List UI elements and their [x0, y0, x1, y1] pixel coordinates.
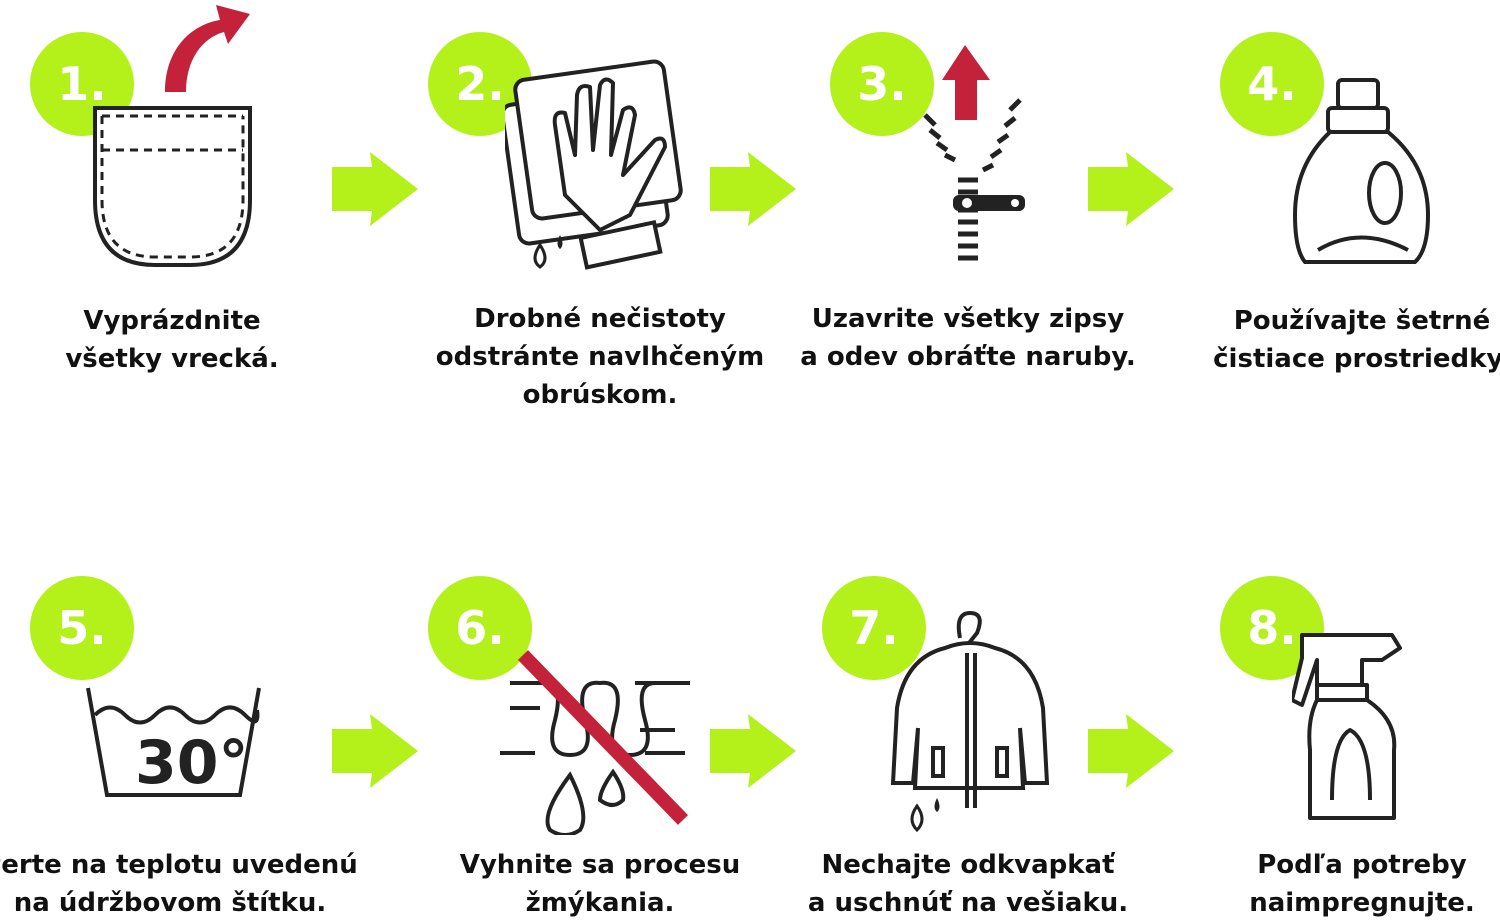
zipper-icon [923, 45, 1025, 261]
caption-line: naimpregnujte. [1249, 888, 1475, 918]
step-5-number: 5. [30, 576, 134, 680]
next-arrow-icon [710, 152, 796, 226]
step-6-number: 6. [428, 576, 532, 680]
no-wringing-icon [500, 650, 690, 835]
step-7-number: 7. [822, 576, 926, 680]
step-5-caption: Perte na teplotu uvedenú na údržbovom št… [0, 846, 360, 922]
step-6-caption: Vyhnite sa procesu žmýkania. [410, 846, 790, 922]
detergent-bottle-icon [1292, 78, 1431, 264]
spray-bottle-icon [1292, 633, 1402, 820]
caption-line: čistiace prostriedky. [1213, 344, 1500, 374]
step-2-caption: Drobné nečistoty odstránte navlhčeným ob… [410, 300, 790, 414]
step-4-number: 4. [1220, 32, 1324, 136]
caption-line: žmýkania. [525, 888, 675, 918]
next-arrow-icon [332, 152, 418, 226]
step-1-caption: Vyprázdnite všetky vrecká. [0, 302, 362, 378]
caption-line: Drobné nečistoty [474, 304, 726, 334]
step-1-number: 1. [30, 32, 134, 136]
wash-temperature: 30° [135, 728, 249, 798]
caption-line: obrúskom. [522, 380, 678, 410]
jacket-hanger-icon [890, 610, 1050, 833]
step-4-caption: Používajte šetrné čistiace prostriedky. [1172, 302, 1500, 378]
pocket-icon [93, 5, 252, 267]
glove-cloth-icon [505, 59, 683, 270]
caption-line: Používajte šetrné [1233, 306, 1491, 336]
caption-line: Uzavrite všetky zipsy [811, 304, 1125, 334]
caption-line: Perte na teplotu uvedenú [0, 850, 358, 880]
caption-line: a uschnúť na vešiaku. [807, 888, 1129, 918]
next-arrow-icon [1088, 714, 1174, 788]
caption-line: Nechajte odkvapkať [821, 850, 1115, 880]
next-arrow-icon [1088, 152, 1174, 226]
caption-line: Podľa potreby [1257, 850, 1467, 880]
caption-line: Vyprázdnite [83, 306, 261, 336]
next-arrow-icon [710, 714, 796, 788]
caption-line: odstránte navlhčeným [435, 342, 765, 372]
caption-line: všetky vrecká. [65, 344, 279, 374]
step-3-caption: Uzavrite všetky zipsy a odev obráťte nar… [778, 300, 1158, 376]
caption-line: na údržbovom štítku. [13, 888, 327, 918]
step-7-caption: Nechajte odkvapkať a uschnúť na vešiaku. [778, 846, 1158, 922]
next-arrow-icon [332, 714, 418, 788]
wash-30-icon: 30° [86, 687, 261, 798]
caption-line: a odev obráťte naruby. [800, 342, 1136, 372]
caption-line: Vyhnite sa procesu [459, 850, 741, 880]
step-3-number: 3. [830, 32, 934, 136]
step-8-caption: Podľa potreby naimpregnujte. [1172, 846, 1500, 922]
